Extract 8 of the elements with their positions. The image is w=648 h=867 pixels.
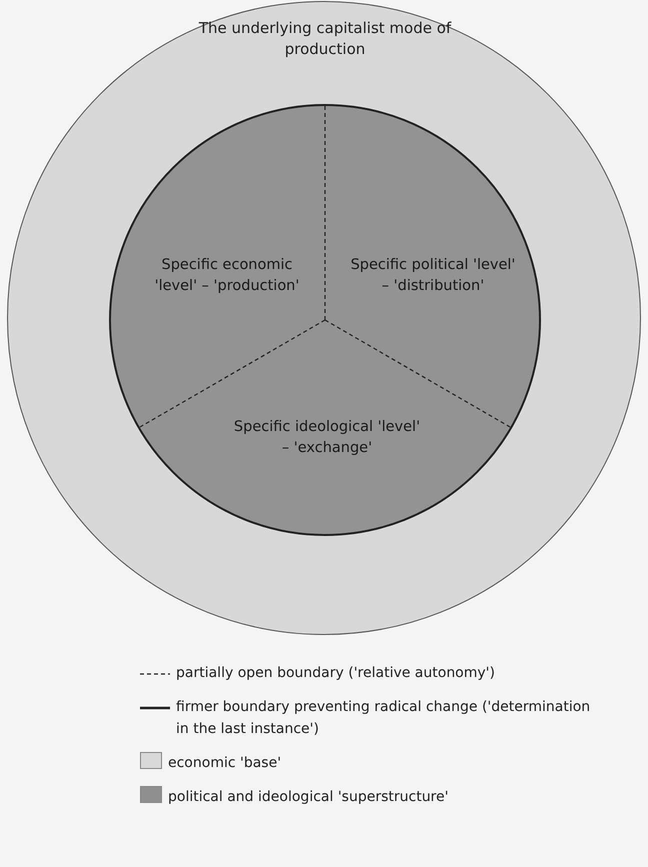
legend-text: economic 'base' [168,754,282,773]
legend-text: partially open boundary ('relative autonomy') [176,664,496,683]
sector-label: Specific economic 'level' – 'production' [141,246,313,306]
circle-title: The underlying capitalist mode of production [198,18,452,60]
legend-text: political and ideological 'superstructure' [168,788,450,807]
sector-label: Specific political 'level' – 'distribution' [347,246,519,306]
sector-label: Specific ideological 'level' – 'exchange' [232,408,422,468]
legend-text: firmer boundary preventing radical change ('determination in the last instance') [176,698,592,739]
